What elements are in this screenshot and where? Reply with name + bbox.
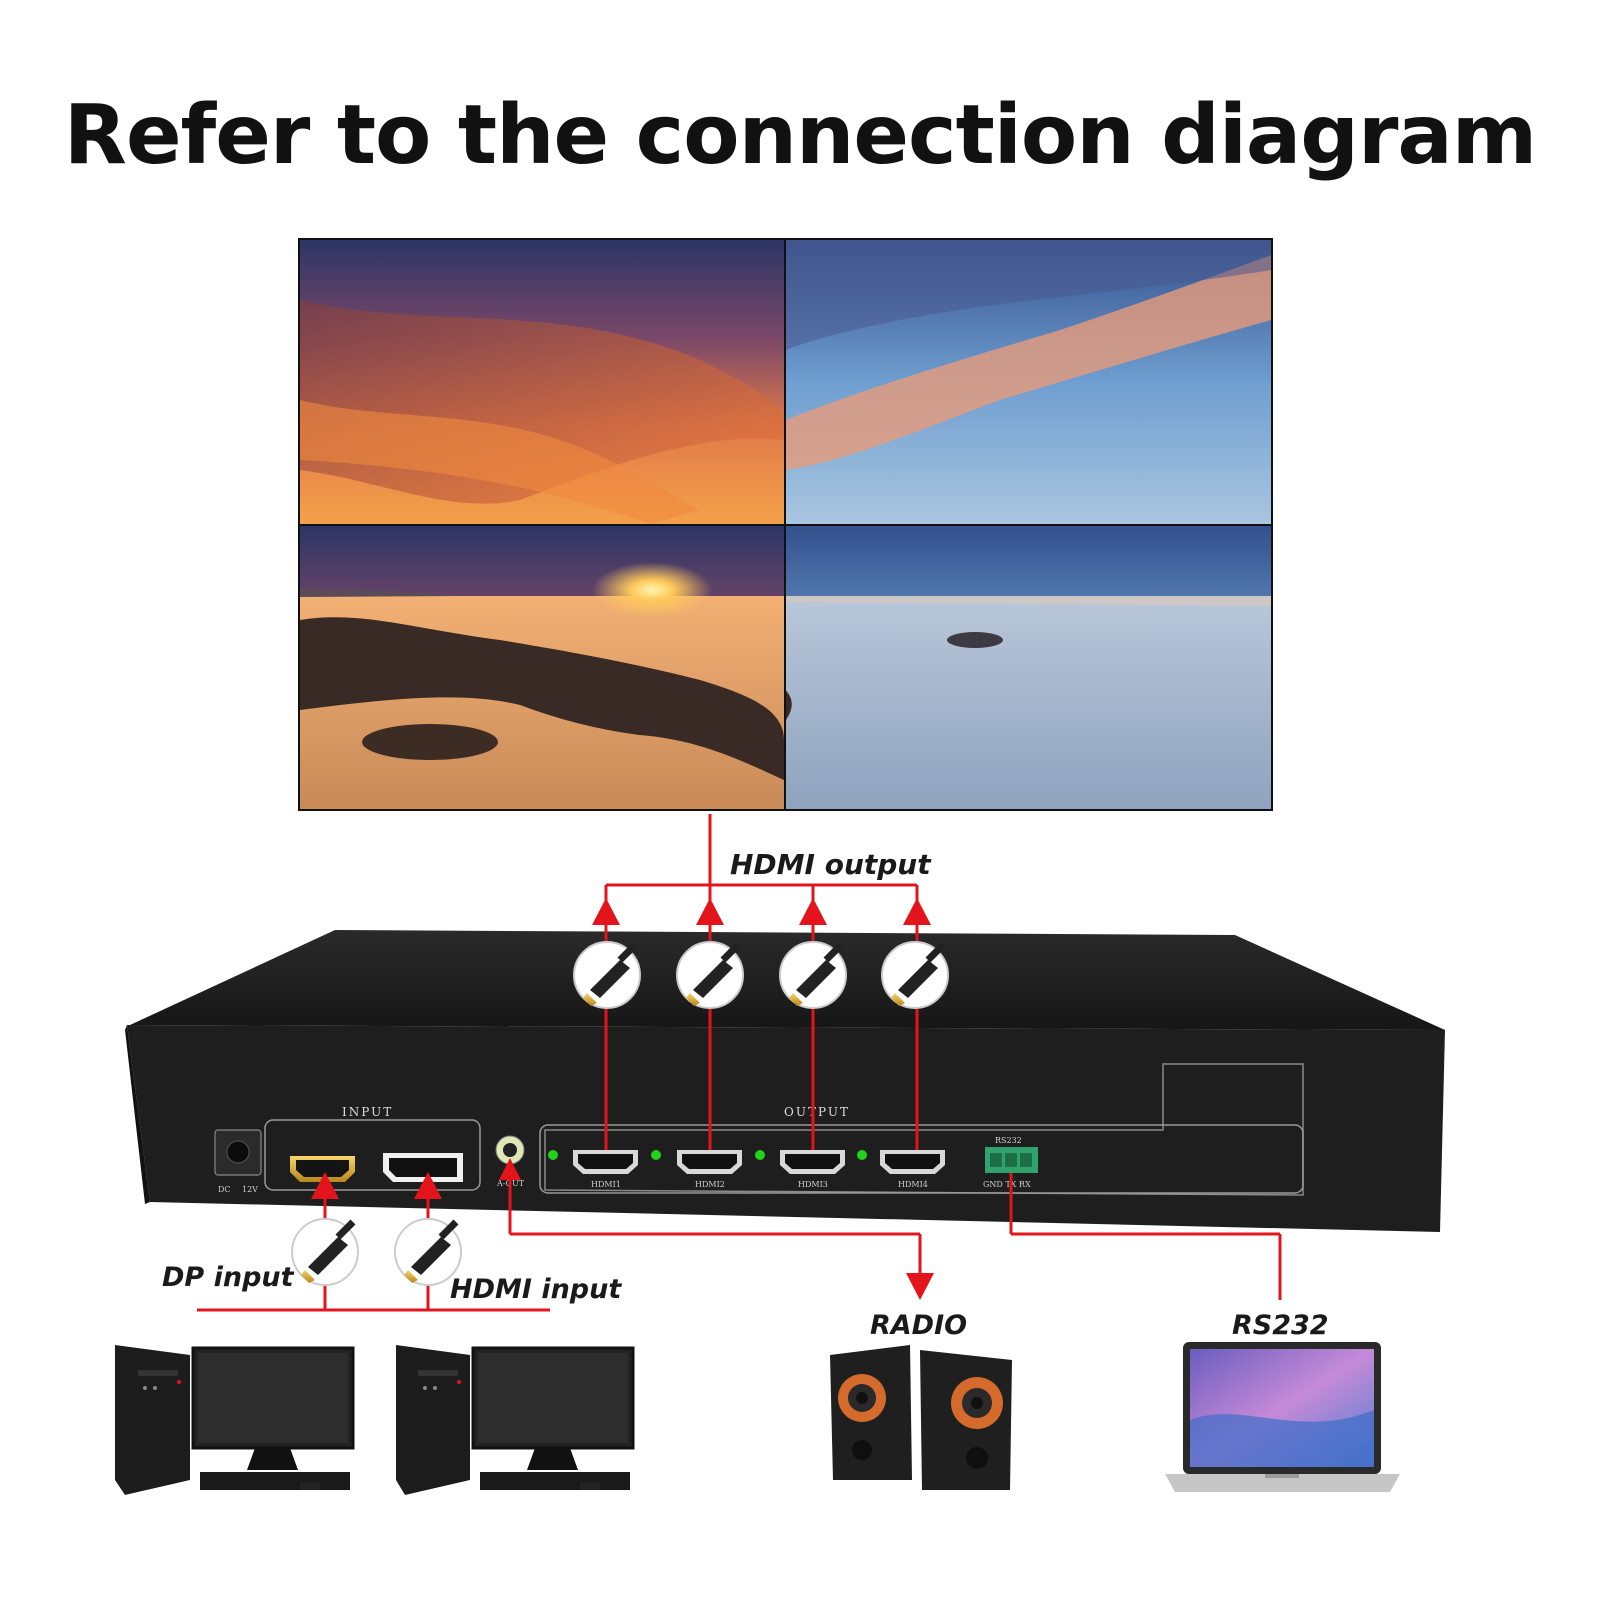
video-wall-panel-bottom-left	[300, 526, 784, 809]
video-wall-panel-top-left	[300, 240, 784, 524]
output-port-label: HDMI2	[695, 1180, 725, 1189]
hdmi-input-port	[290, 1156, 355, 1182]
dc-voltage-label: 12V	[242, 1185, 258, 1194]
input-panel-label: INPUT	[342, 1105, 393, 1119]
video-wall	[298, 238, 1273, 811]
connection-lines	[197, 814, 1282, 1312]
hdmi-output-port-2: HDMI2	[651, 1150, 742, 1189]
output-panel-label: OUTPUT	[784, 1105, 850, 1119]
rs232-terminal: RS232 GND TX RX	[983, 1136, 1038, 1189]
output-port-label: HDMI1	[591, 1180, 621, 1189]
rs232-pins-label: GND TX RX	[983, 1180, 1031, 1189]
video-wall-panel-top-right	[786, 240, 1271, 524]
hdmi-plug-icon	[881, 941, 949, 1009]
hdmi-plug-icon	[573, 941, 641, 1009]
arrow-up-icon	[903, 898, 931, 925]
hdmi-output-port-3: HDMI3	[755, 1150, 845, 1189]
computer-dp-source	[115, 1345, 355, 1495]
hdmi-output-port-4: HDMI4	[857, 1150, 945, 1189]
arrow-up-icon	[799, 898, 827, 925]
hdmi-input-label: HDMI input	[450, 1274, 622, 1305]
hdmi-plug-icon	[676, 941, 744, 1009]
rs232-label: RS232	[1232, 1310, 1329, 1341]
dp-plug-icon	[291, 1218, 359, 1286]
arrow-up-icon	[592, 898, 620, 925]
hdmi-plug-icon	[394, 1218, 462, 1286]
dc-label: DC	[218, 1185, 231, 1194]
arrow-down-icon	[906, 1273, 934, 1300]
dp-input-port	[383, 1153, 463, 1182]
computer-hdmi-source	[396, 1345, 635, 1495]
laptop	[1165, 1342, 1400, 1492]
output-ports: HDMI1 HDMI2 HDMI3 HDMI4	[548, 1150, 945, 1189]
arrow-up-icon	[696, 898, 724, 925]
radio-label: RADIO	[870, 1310, 967, 1341]
cable-plug-icons	[291, 941, 949, 1286]
page-title: Refer to the connection diagram	[63, 88, 1537, 183]
speakers	[830, 1345, 1012, 1490]
hdmi-plug-icon	[779, 941, 847, 1009]
hdmi-output-label: HDMI output	[730, 848, 932, 881]
arrow-up-icon	[499, 1158, 521, 1180]
dp-input-label: DP input	[162, 1262, 295, 1293]
arrow-up-icon	[414, 1172, 442, 1199]
rs232-header-label: RS232	[995, 1136, 1022, 1145]
arrow-up-icon	[311, 1172, 339, 1199]
video-wall-panel-bottom-right	[785, 526, 1271, 809]
arrowheads	[311, 898, 934, 1300]
hdmi-output-port-1: HDMI1	[548, 1150, 638, 1189]
output-port-label: HDMI3	[798, 1180, 828, 1189]
output-port-label: HDMI4	[898, 1180, 928, 1189]
